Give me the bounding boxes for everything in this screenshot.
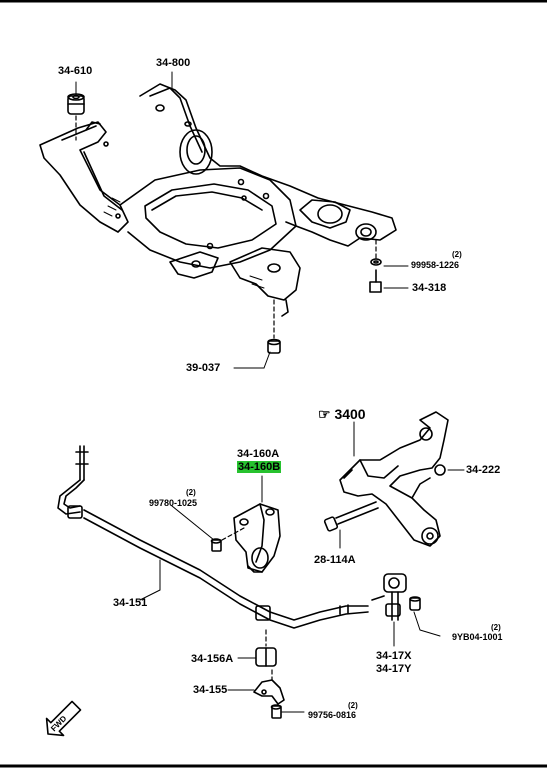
- part-label-34-800[interactable]: 34-800: [156, 57, 191, 69]
- part-label-34-151[interactable]: 34-151: [113, 597, 148, 609]
- part-label-39-037[interactable]: 39-037: [186, 362, 221, 374]
- stabilizer-link-drawing: [371, 573, 407, 621]
- part-label-34-156a[interactable]: 34-156A: [191, 653, 234, 665]
- qty-label-9yb04: (2): [491, 623, 501, 632]
- part-label-34-17x[interactable]: 34-17X: [376, 650, 412, 662]
- part-label-9yb04-1001[interactable]: 9YB04-1001: [452, 632, 503, 642]
- bracket-34-160-drawing: [233, 503, 281, 573]
- part-label-34-155[interactable]: 34-155: [193, 684, 228, 696]
- part-label-99958-1226[interactable]: 99958-1226: [411, 260, 460, 270]
- bracket-label-group: 34-160A 34-160B: [237, 448, 282, 474]
- bolt-99756-0816-drawing: [270, 704, 282, 719]
- bolt-99780-1025-drawing: [210, 538, 222, 552]
- reference-label-3400[interactable]: ☞ 3400: [318, 407, 366, 421]
- qty-label-99756: (2): [348, 701, 358, 710]
- part-label-34-222[interactable]: 34-222: [466, 464, 501, 476]
- part-label-34-17y[interactable]: 34-17Y: [376, 663, 412, 675]
- fwd-arrow-icon: [45, 700, 82, 737]
- part-label-99756-0816[interactable]: 99756-0816: [308, 710, 357, 720]
- pointing-hand-icon: ☞: [318, 406, 331, 422]
- crossmember-drawing: [39, 83, 397, 317]
- part-label-34-160b-highlighted[interactable]: 34-160B: [237, 461, 282, 473]
- bushing-34-610-drawing: [67, 93, 85, 115]
- qty-label-99958: (2): [452, 250, 462, 259]
- stabilizer-bar-drawing: [57, 445, 369, 629]
- nut-9yb04-1001-drawing: [409, 596, 421, 611]
- bolt-34-318-drawing: [369, 258, 382, 293]
- qty-label-99780: (2): [186, 488, 196, 497]
- part-label-34-610[interactable]: 34-610: [58, 65, 93, 77]
- part-label-34-318[interactable]: 34-318: [412, 282, 447, 294]
- clamp-34-155-drawing: [253, 679, 285, 705]
- bolt-28-114a-drawing: [323, 501, 379, 532]
- link-label-group: 34-17X 34-17Y: [376, 650, 411, 676]
- part-label-34-160a[interactable]: 34-160A: [237, 448, 280, 460]
- part-label-99780-1025[interactable]: 99780-1025: [149, 498, 198, 508]
- part-label-28-114a[interactable]: 28-114A: [314, 554, 356, 566]
- nut-39-037-drawing: [267, 338, 281, 354]
- lower-arm-drawing: [339, 411, 449, 547]
- reference-number: 3400: [334, 406, 366, 422]
- bushing-34-156a-drawing: [255, 647, 277, 667]
